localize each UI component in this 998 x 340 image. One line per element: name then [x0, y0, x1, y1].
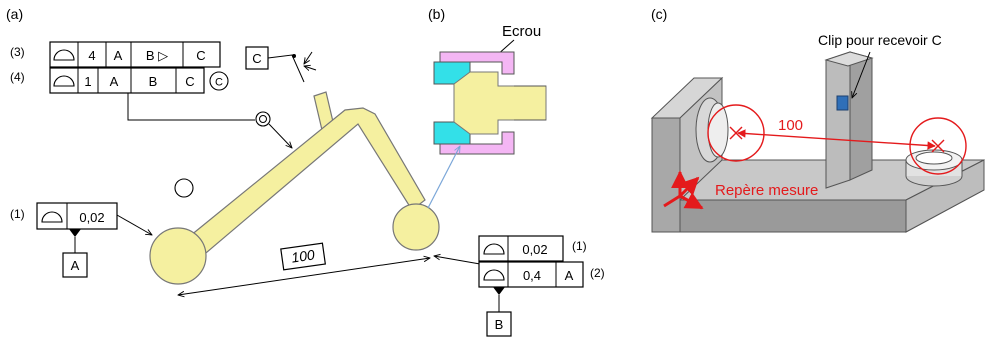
right-frame-row2-value: 0,4	[523, 268, 541, 283]
callout-c-label: C	[252, 51, 261, 66]
frame-label: Repère mesure	[715, 182, 818, 199]
panel-b: (b) Ecrou	[427, 6, 547, 209]
profile-of-surface-icon	[53, 49, 75, 61]
nut-cross-section	[433, 51, 547, 155]
dimension-value: 100	[290, 246, 316, 265]
panel-b-label: (b)	[428, 6, 445, 22]
panel-c: (c) Clip pour rece	[650, 6, 985, 233]
tolerance-frame-4: (4) 1 A B C C	[10, 67, 229, 94]
frame-3-cell-3: B ▷	[146, 48, 168, 63]
tolerance-frame-right: 0,02 (1) 0,4 A (2) B	[434, 235, 605, 337]
circled-c-letter: C	[215, 77, 223, 89]
measurement-overlay: 100 Repère mesure	[663, 104, 967, 210]
right-frame-row1-value: 0,02	[522, 242, 547, 257]
panel-a: (a) (3) 4 A B ▷ C (4) 1 A B C	[6, 6, 605, 337]
dimension-100: 100	[178, 242, 430, 295]
panel-c-label: (c)	[651, 6, 667, 22]
circled-c-icon	[209, 71, 229, 91]
frame-3-cell-4: C	[196, 48, 205, 63]
nut-caption: Ecrou	[502, 23, 541, 40]
frame-3-cell-2: A	[114, 48, 123, 63]
right-frame-row1-index: (1)	[572, 239, 587, 253]
measuring-fixture	[650, 51, 985, 233]
frame-4-cell-2: A	[110, 74, 119, 89]
panel-a-label: (a)	[6, 6, 23, 22]
profile-of-surface-icon	[483, 243, 505, 255]
datum-triangle-icon	[493, 287, 505, 295]
profile-of-surface-icon	[53, 75, 75, 87]
right-frame-row2-ref: A	[565, 268, 574, 283]
datum-triangle-icon	[69, 229, 81, 237]
frame-4-cell-4: C	[185, 74, 194, 89]
tolerance-frame-3: (3) 4 A B ▷ C	[10, 41, 221, 68]
clip-label: Clip pour recevoir C	[818, 32, 942, 48]
frame-3-cell-1: 4	[88, 48, 95, 63]
reference-circle	[174, 178, 194, 198]
left-frame-value: 0,02	[79, 210, 104, 225]
frame-4-index: (4)	[10, 70, 25, 84]
left-frame-index: (1)	[10, 207, 25, 221]
double-circle-icon	[255, 111, 271, 127]
datum-b-label: B	[495, 317, 504, 332]
frame-3-index: (3)	[10, 45, 25, 59]
profile-of-surface-icon	[41, 211, 63, 223]
profile-of-surface-icon	[483, 269, 505, 281]
frame-4-cell-1: 1	[84, 74, 91, 89]
axes-frame-icon	[663, 170, 704, 210]
distance-label: 100	[778, 117, 803, 134]
tolerance-frame-left: (1) 0,02 A	[10, 202, 152, 278]
callout-c: C	[245, 46, 317, 83]
right-frame-row2-index: (2)	[590, 266, 605, 280]
frame-4-cell-3: B	[149, 74, 158, 89]
clip-slot	[836, 95, 849, 111]
datum-a-label: A	[71, 258, 80, 273]
